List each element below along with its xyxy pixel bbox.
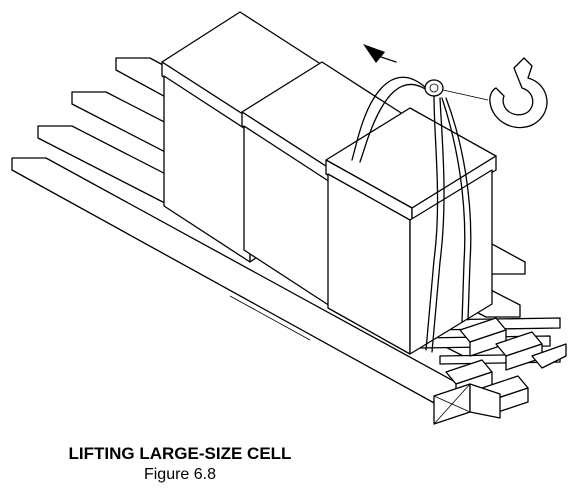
lifting-cell-illustration — [11, 11, 567, 425]
cell-box-icon — [325, 107, 497, 355]
crane-hook-icon — [424, 57, 548, 129]
figure-number: Figure 6.8 — [143, 466, 217, 483]
figure-caption-title: LIFTING LARGE-SIZE CELL — [68, 444, 292, 463]
lift-direction-arrow-icon — [363, 44, 397, 63]
lifting-strap-icon — [351, 76, 472, 353]
